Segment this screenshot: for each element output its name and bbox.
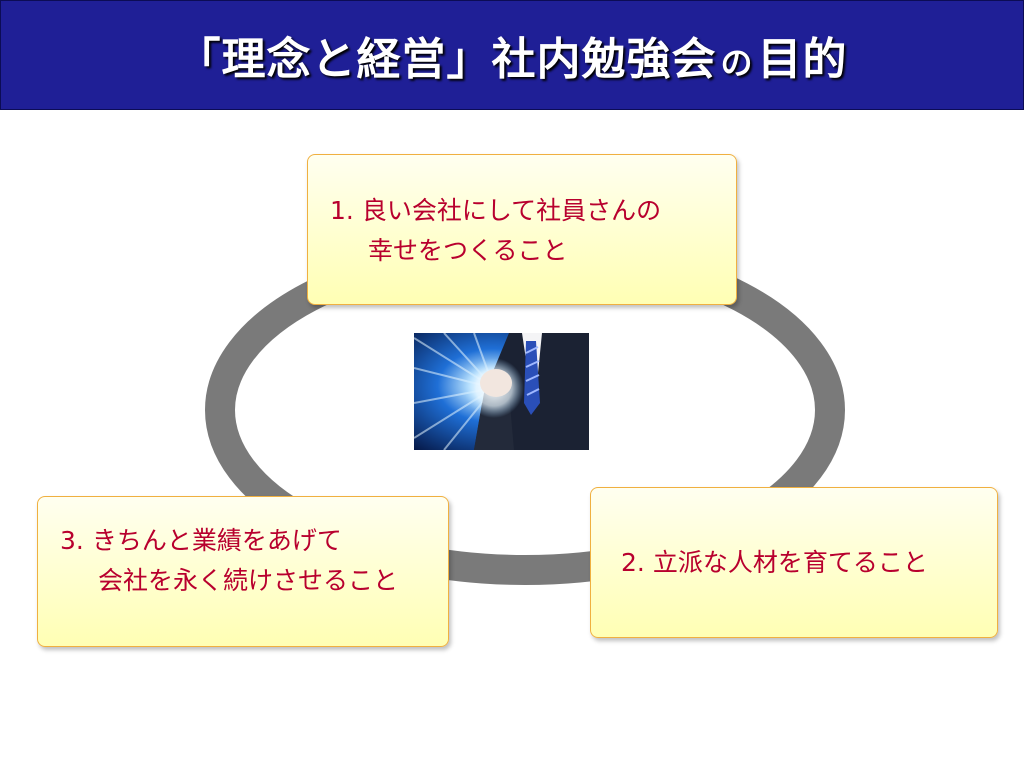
title-bar: 「理念と経営」社内勉強会の目的 (0, 0, 1024, 110)
goal-3-line-1: 3. きちんと業績をあげて (60, 521, 448, 561)
goal-1-line-2: 幸せをつくること (368, 236, 568, 265)
businessman-photo (414, 333, 589, 450)
title-particle: の (720, 44, 754, 82)
goal-2-line-1: 2. 立派な人材を育てること (621, 543, 928, 583)
goal-2-text-1: 立派な人材を育てること (652, 547, 928, 577)
goal-2-number: 2. (621, 547, 645, 577)
page-title: 「理念と経営」社内勉強会の目的 (176, 23, 847, 87)
businessman-fist-icon (414, 333, 589, 450)
goal-1-line-1: 1. 良い会社にして社員さんの (330, 191, 736, 231)
goal-1-number: 1. (330, 196, 354, 225)
goal-3-line-2: 会社を永く続けさせること (98, 566, 399, 595)
title-main: 「理念と経営」社内勉強会 (176, 34, 717, 85)
goal-box-3: 3. きちんと業績をあげて 会社を永く続けさせること (37, 496, 449, 647)
goal-3-number: 3. (60, 526, 84, 555)
title-end: 目的 (757, 34, 848, 85)
goal-3-text-1: きちんと業績をあげて (91, 526, 342, 555)
goal-box-2: 2. 立派な人材を育てること (590, 487, 998, 638)
goal-1-text-1: 良い会社にして社員さんの (361, 196, 662, 225)
goal-box-1: 1. 良い会社にして社員さんの 幸せをつくること (307, 154, 737, 305)
